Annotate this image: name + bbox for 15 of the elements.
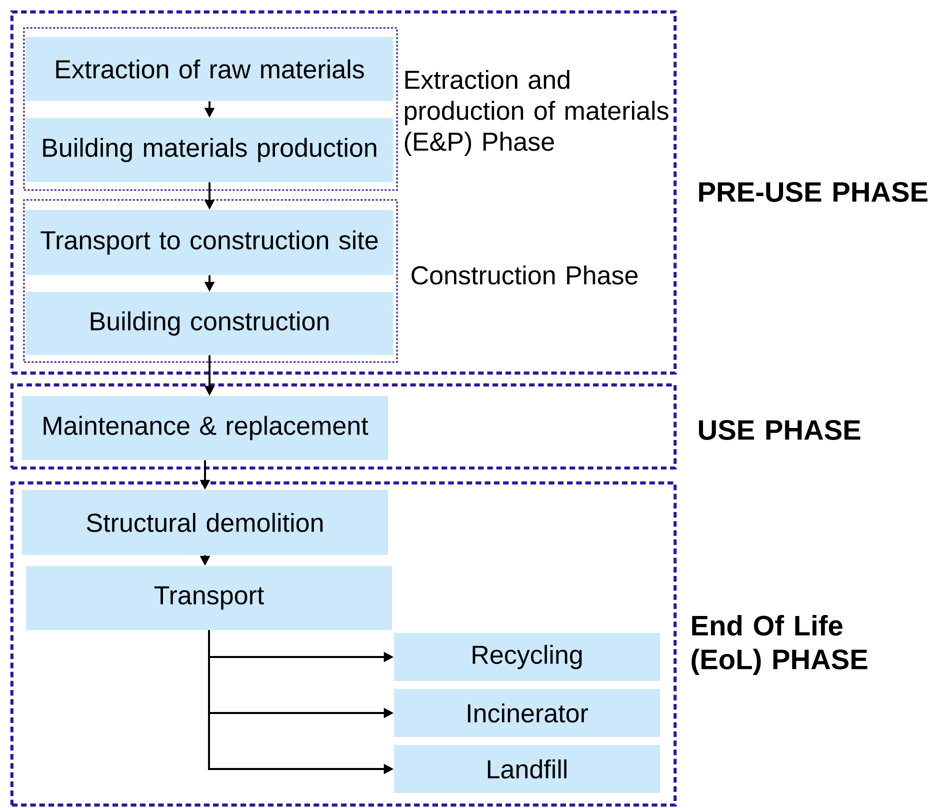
phase-heading: USE PHASE <box>698 420 860 440</box>
process-box: Building materials production <box>26 118 394 182</box>
phase-heading: PRE-USE PHASE <box>699 182 928 202</box>
process-box: Transport to construction site <box>26 210 394 275</box>
phase-heading: End Of Life (EoL) PHASE <box>692 615 868 675</box>
process-box: Maintenance & replacement <box>22 396 388 460</box>
process-box: Incinerator <box>394 689 660 737</box>
process-box: Landfill <box>394 745 660 793</box>
phase-heading: Construction Phase <box>412 265 638 285</box>
process-box: Building construction <box>26 292 394 355</box>
phase-heading: Extraction and production of materials (E&P) Phase <box>404 70 668 156</box>
process-box: Transport <box>26 566 392 630</box>
process-box: Structural demolition <box>22 490 388 555</box>
process-box: Extraction of raw materials <box>26 37 394 101</box>
process-box: Recycling <box>394 633 660 681</box>
